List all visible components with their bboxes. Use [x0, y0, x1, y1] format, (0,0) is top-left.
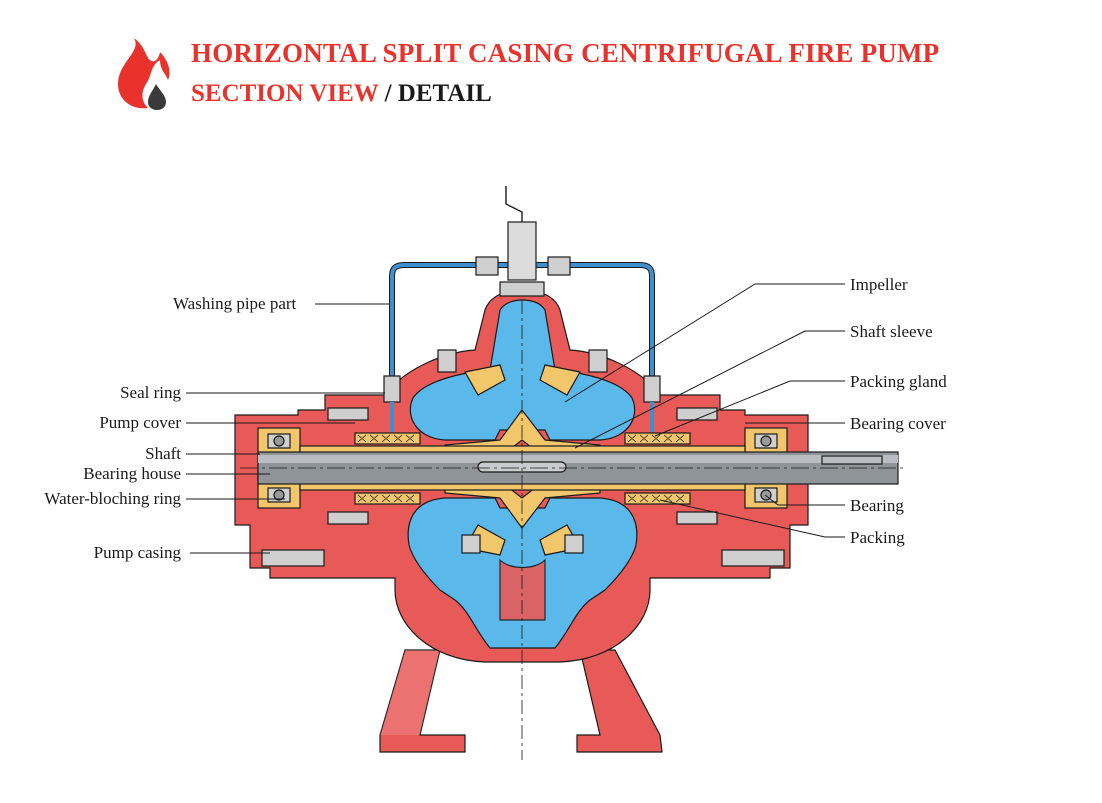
label-shaft-sleeve: Shaft sleeve: [850, 322, 933, 341]
leader-lines: [186, 283, 845, 554]
page-subtitle: SECTION VIEW / DETAIL: [191, 80, 492, 108]
label-pump-casing: Pump casing: [94, 543, 182, 562]
label-impeller: Impeller: [850, 275, 908, 294]
label-bearing: Bearing: [850, 496, 904, 515]
washing-pipe: [383, 186, 661, 432]
label-packing-gland: Packing gland: [850, 372, 947, 391]
subtitle-detail: DETAIL: [397, 80, 492, 107]
upper-volute: [409, 299, 636, 441]
shaft-assembly: [240, 445, 905, 491]
page-title: HORIZONTAL SPLIT CASING CENTRIFUGAL FIRE…: [191, 38, 940, 68]
label-bearing-house: Bearing house: [83, 464, 181, 483]
label-water-ring: Water-bloching ring: [44, 489, 181, 508]
header: HORIZONTAL SPLIT CASING CENTRIFUGAL FIRE…: [0, 0, 1102, 130]
label-washing-pipe: Washing pipe part: [173, 294, 297, 313]
subtitle-section-view: SECTION VIEW: [191, 80, 379, 107]
support-feet: [379, 649, 663, 753]
flame-drop-icon: [118, 38, 170, 110]
packing-blocks: [354, 432, 691, 505]
label-pump-cover: Pump cover: [99, 413, 181, 432]
label-bearing-cover: Bearing cover: [850, 414, 946, 433]
subtitle-separator: /: [378, 80, 398, 107]
bolts: [261, 349, 785, 567]
label-packing: Packing: [850, 528, 905, 547]
label-shaft: Shaft: [145, 444, 181, 463]
label-seal-ring: Seal ring: [120, 383, 181, 402]
part-labels: Washing pipe part Seal ring Pump cover S…: [44, 275, 947, 562]
